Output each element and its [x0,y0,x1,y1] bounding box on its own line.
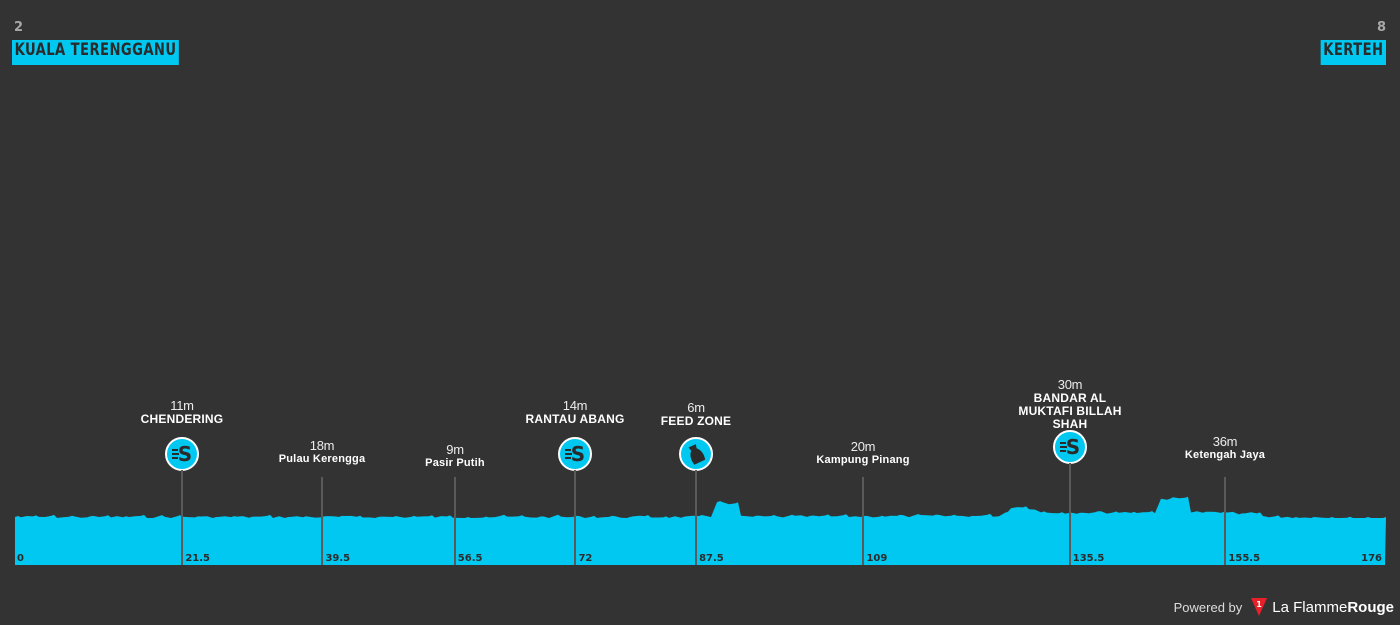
km-tick-label: 135.5 [1072,553,1105,564]
point-name: Kampung Pinang [816,454,910,466]
svg-text:1: 1 [1257,600,1263,609]
point-name: FEED ZONE [660,414,732,428]
sprint-icon: S [1053,430,1087,464]
km-tick-label: 155.5 [1228,553,1261,564]
sprint-icon: S [558,437,592,471]
svg-text:S: S [178,442,192,466]
km-tick-label: 87.5 [699,553,724,564]
brand-name: La FlammeRouge [1272,598,1394,616]
km-tick-label: 72 [578,553,593,564]
powered-by-text: Powered by [1173,599,1243,615]
point-name: CHENDERING [140,412,224,426]
km-tick-label: 56.5 [457,553,483,564]
point-elevation: 11m [170,398,194,413]
point-elevation: 20m [850,439,876,454]
sprint-icon: S [165,437,199,471]
svg-text:S: S [571,442,585,466]
feed-zone-icon [679,437,713,471]
point-name: Pulau Kerengga [278,453,366,465]
point-name: Ketengah Jaya [1184,449,1266,461]
km-tick-label: 0 [17,553,24,564]
point-elevation: 6m [687,400,705,415]
point-elevation: 30m [1057,377,1083,392]
point-elevation: 18m [309,438,335,453]
km-tick-label: 21.5 [185,553,211,564]
km-tick-label: 39.5 [325,553,351,564]
finish-number: 8 [1376,20,1386,35]
svg-text:S: S [1066,435,1080,459]
km-tick-label: 109 [866,553,888,564]
point-name: BANDAR AL MUKTAFI BILLAH SHAH [1018,391,1122,431]
km-tick-label: 176 [1361,553,1382,564]
start-number: 2 [14,20,24,35]
point-elevation: 9m [446,442,464,457]
point-name: RANTAU ABANG [525,412,625,426]
finish-city-label: KERTEH [1320,40,1386,65]
flamme-rouge-logo-icon: 1 [1251,598,1268,616]
profile-area [15,496,1386,565]
point-name: Pasir Putih [425,457,485,469]
point-elevation: 36m [1212,434,1238,449]
point-elevation: 14m [562,398,588,413]
start-city-label: KUALA TERENGGANU [12,40,180,65]
footer-credit: Powered by 1 La FlammeRouge [1174,597,1394,617]
